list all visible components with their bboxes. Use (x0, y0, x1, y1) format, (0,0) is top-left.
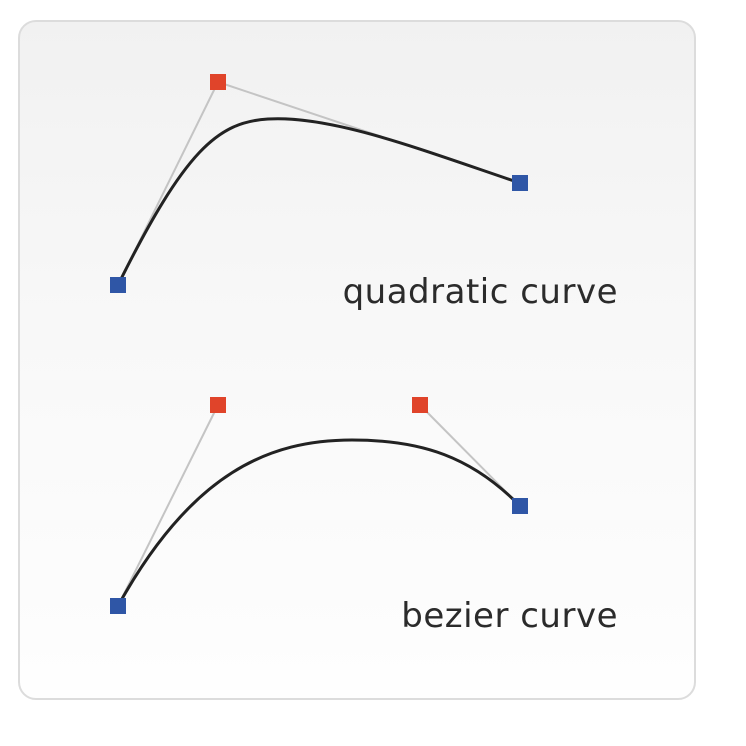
quadratic-curve-group (110, 74, 528, 293)
diagram-panel: quadratic curve bezier curve (18, 20, 696, 700)
quadratic-control-point[interactable] (210, 74, 226, 90)
bezier-control-point-1[interactable] (210, 397, 226, 413)
bezier-control-point-2[interactable] (412, 397, 428, 413)
quadratic-end-point[interactable] (512, 175, 528, 191)
bezier-start-point[interactable] (110, 598, 126, 614)
bezier-control-line-start (117, 404, 219, 607)
bezier-curve-group (110, 397, 528, 614)
quadratic-curve-label: quadratic curve (342, 272, 618, 312)
bezier-end-point[interactable] (512, 498, 528, 514)
quadratic-curve (116, 117, 521, 286)
quadratic-start-point[interactable] (110, 277, 126, 293)
bezier-curve (116, 438, 522, 607)
bezier-curve-label: bezier curve (401, 596, 618, 636)
curves-diagram (110, 74, 528, 614)
